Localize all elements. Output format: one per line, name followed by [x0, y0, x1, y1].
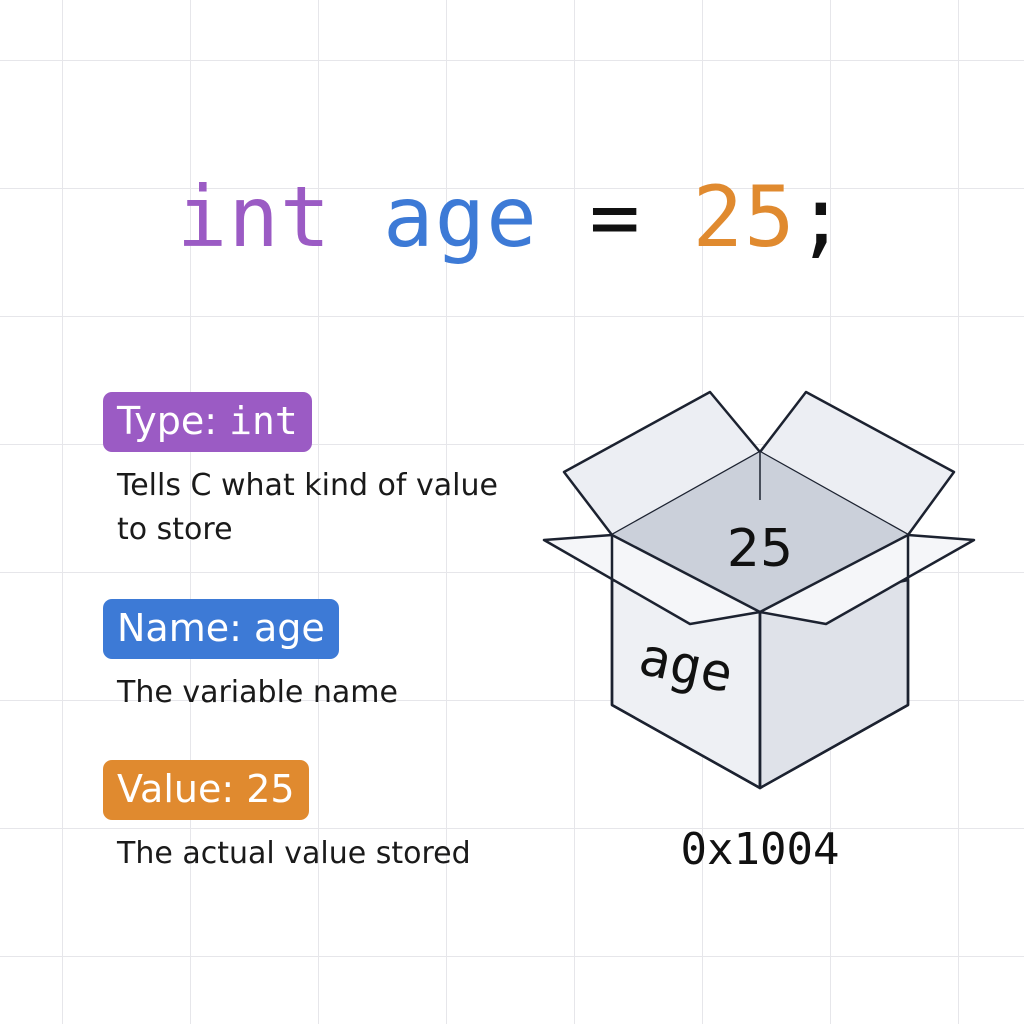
- code-terminator: ;: [795, 168, 848, 266]
- name-description: The variable name: [117, 675, 398, 710]
- memory-address: 0x1004: [680, 824, 840, 875]
- type-description: Tells C what kind of value to store: [117, 468, 498, 547]
- name-badge-value: age: [254, 606, 325, 650]
- code-type-keyword: int: [176, 168, 332, 266]
- value-description: The actual value stored: [117, 836, 471, 871]
- legend-item-value: Value: 25 The actual value stored: [103, 760, 517, 876]
- box-interior-floor: [612, 452, 908, 612]
- box-front-left-flap: [542, 533, 762, 626]
- value-badge-prefix: Value:: [117, 767, 247, 811]
- code-variable-name: age: [383, 168, 538, 266]
- code-statement: int age = 25;: [0, 162, 1024, 272]
- legend-item-name: Name: age The variable name: [103, 599, 517, 715]
- legend-item-type: Type: int Tells C what kind of value to …: [103, 392, 517, 552]
- open-box-illustration: [542, 390, 976, 790]
- value-badge: Value: 25: [103, 760, 309, 820]
- name-badge: Name: age: [103, 599, 339, 659]
- code-assignment-operator: =: [589, 168, 641, 266]
- box-front-right-flap: [758, 533, 976, 626]
- name-badge-prefix: Name:: [117, 606, 254, 650]
- type-badge: Type: int: [103, 392, 312, 452]
- box-stored-value: 25: [726, 519, 794, 579]
- code-value: 25: [692, 168, 796, 266]
- type-badge-value: int: [229, 399, 298, 443]
- type-badge-prefix: Type:: [117, 399, 230, 443]
- value-badge-value: 25: [246, 767, 295, 811]
